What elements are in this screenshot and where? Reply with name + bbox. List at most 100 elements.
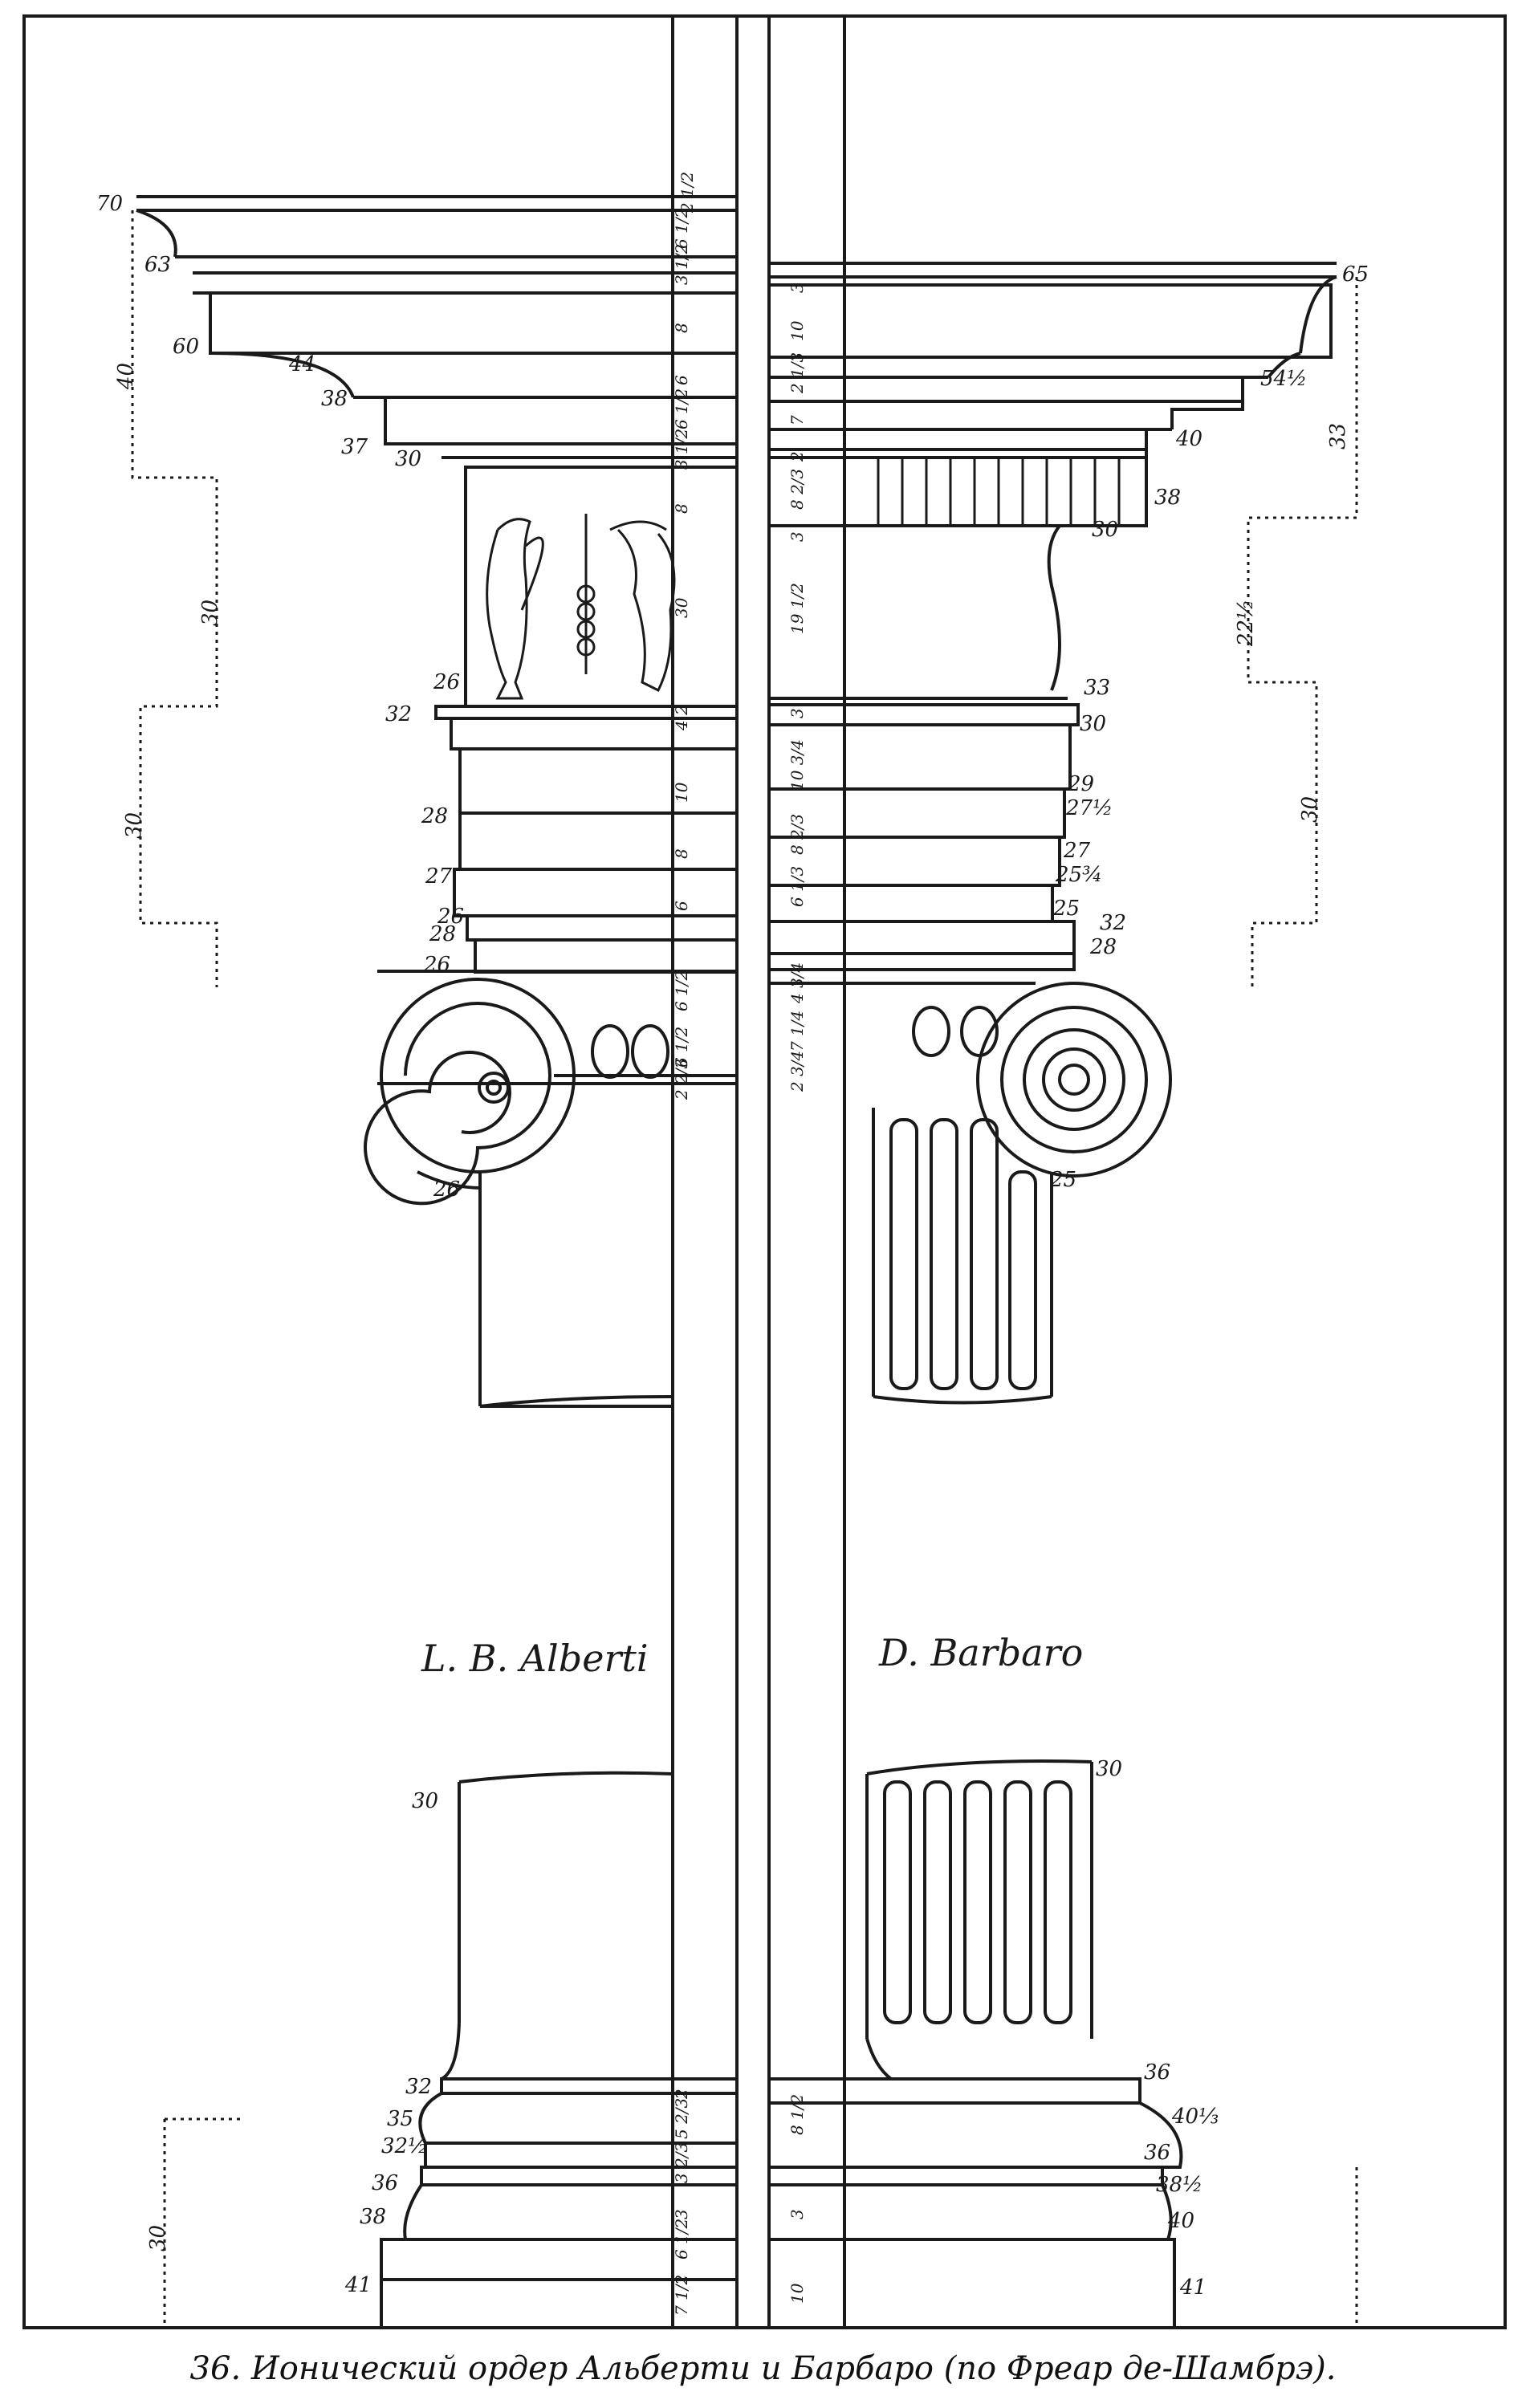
dim-32: 32 [385,702,412,726]
alberti-base [380,1771,739,2329]
svg-text:3 1/2: 3 1/2 [672,429,691,470]
dim-30: 30 [395,447,421,471]
dim-38r: 38 [1154,486,1181,510]
svg-text:7: 7 [787,415,807,425]
dim-30r: 30 [1092,518,1118,542]
step-30b: 30 [122,812,146,839]
svg-text:2: 2 [787,451,807,462]
svg-text:2: 2 [672,2089,691,2100]
alberti-label: L. B. Alberti [421,1637,649,1680]
svg-text:19 1/2: 19 1/2 [787,583,807,634]
svg-text:4 3/4: 4 3/4 [787,962,807,1004]
dim-27: 27 [425,864,453,889]
svg-text:8: 8 [672,323,691,333]
svg-text:6 1/2: 6 1/2 [672,2219,691,2260]
svg-text:3: 3 [787,708,807,718]
step-30r: 30 [1298,796,1322,823]
dim-26d: 26 [433,1178,460,1202]
svg-text:10: 10 [787,320,807,341]
dim-25r: 25 [1052,897,1080,921]
dim-32half: 32½ [381,2134,428,2158]
svg-text:4 2: 4 2 [672,705,691,731]
svg-text:6: 6 [672,901,691,911]
barbaro-entablature [767,262,1337,971]
step-30a: 30 [198,600,222,626]
dim-36: 36 [372,2171,398,2195]
dim-60: 60 [173,335,199,359]
frieze-bucranium-ornament [576,514,676,693]
svg-text:7 1/2: 7 1/2 [672,2275,691,2316]
dim-27r: 27 [1063,839,1091,863]
svg-text:6 1/2: 6 1/2 [672,1027,691,1068]
svg-text:3: 3 [787,283,807,293]
dim-65: 65 [1342,262,1369,287]
alberti-dimension-labels: 70 63 60 44 38 37 30 26 32 28 27 26 28 2… [96,192,464,2297]
dim-41r: 41 [1179,2276,1207,2300]
dim-30r3: 30 [1096,1757,1122,1781]
barbaro-base [767,1759,1183,2329]
svg-text:3: 3 [787,2209,807,2219]
barbaro-volute [769,982,1172,1178]
svg-text:6 1/2: 6 1/2 [672,208,691,249]
dim-40third: 40⅓ [1171,2105,1219,2129]
barbaro-dimension-labels: 65 54½ 40 38 30 33 30 29 27½ 27 25¾ 25 3… [1049,262,1369,2300]
svg-text:30: 30 [672,597,691,618]
left-step-guides [131,210,241,2328]
dim-41: 41 [344,2273,372,2297]
dim-30b: 30 [412,1789,438,1813]
svg-text:3: 3 [787,531,807,542]
dim-36r: 36 [1144,2060,1170,2085]
dim-38half: 38½ [1156,2173,1202,2197]
dim-63: 63 [144,253,171,277]
dim-70: 70 [96,192,123,216]
dim-29: 29 [1067,772,1094,796]
dim-44: 44 [288,352,315,376]
svg-text:3: 3 [672,2209,691,2219]
svg-text:10 3/4: 10 3/4 [787,739,807,791]
svg-text:2 3/4: 2 3/4 [787,1051,807,1092]
svg-text:8 2/3: 8 2/3 [787,814,807,855]
dim-25three: 25¾ [1055,863,1102,887]
dim-26c: 26 [423,953,450,977]
svg-text:6 1/2: 6 1/2 [672,388,691,429]
figure-caption: 36. Ионический ордер Альберти и Барбаро … [189,2350,1337,2387]
svg-text:6 1/3: 6 1/3 [787,866,807,907]
step-22half: 22½ [1234,600,1258,647]
dim-28: 28 [421,804,448,828]
dim-33r: 33 [1084,676,1110,700]
barbaro-dentils [877,458,1121,526]
svg-text:8: 8 [672,848,691,859]
svg-text:7 1/4: 7 1/4 [787,1011,807,1051]
plate-frame [22,14,1507,2329]
dim-28r: 28 [1089,935,1117,959]
alberti-volute [364,970,737,1206]
svg-text:6: 6 [672,375,691,385]
alberti-entablature [136,195,739,974]
dim-32r: 32 [1100,911,1126,935]
dim-35: 35 [387,2107,413,2131]
svg-text:10: 10 [787,2283,807,2304]
step-30c: 30 [146,2225,170,2251]
svg-text:10: 10 [672,782,691,803]
svg-text:6 1/2: 6 1/2 [672,970,691,1011]
frieze-vase-ornament [486,518,544,700]
dim-54half: 54½ [1260,367,1307,391]
dim-40r: 40 [1175,427,1202,451]
dim-36r2: 36 [1144,2141,1170,2165]
svg-text:8 1/2: 8 1/2 [787,2094,807,2135]
dim-30r2: 30 [1080,712,1106,736]
alberti-upper-shaft [478,1172,673,1408]
dim-32b: 32 [405,2075,432,2099]
svg-text:5 2/3: 5 2/3 [672,2098,691,2139]
dim-37: 37 [341,435,368,459]
dim-25r2: 25 [1049,1168,1076,1192]
svg-text:3 2/3: 3 2/3 [672,2142,691,2183]
dim-40r2: 40 [1167,2209,1194,2233]
barbaro-label: D. Barbaro [878,1631,1083,1674]
dim-38: 38 [321,387,348,411]
dim-28b: 28 [429,922,456,946]
right-step-guides [1247,277,1358,2328]
barbaro-upper-shaft [872,1108,1053,1405]
step-40: 40 [114,363,138,390]
center-left-measurements: 2 1/2 6 1/2 3 1/2 8 6 6 1/2 3 1/2 8 30 4… [672,172,697,2316]
